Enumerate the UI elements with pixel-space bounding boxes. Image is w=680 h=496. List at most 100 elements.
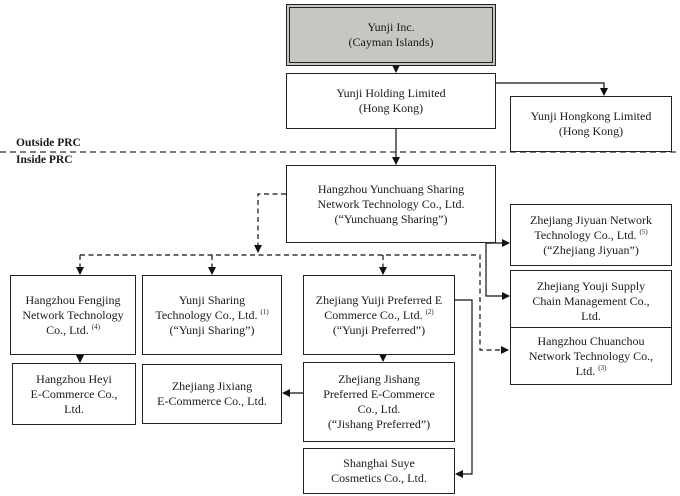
entity-text: Hangzhou Yunchuang Sharing <box>317 181 465 196</box>
entity-name-line2: Chain Management Co., <box>532 294 649 309</box>
entity-text: (“Jishang Preferred”) <box>327 417 431 431</box>
entity-text: Zhejiang Jishang <box>338 372 420 386</box>
entity-text: Preferred E-Commerce <box>323 387 435 401</box>
entity-name-line1: Yunji Sharing <box>179 293 245 308</box>
entity-text: Co., Ltd. <box>46 322 89 337</box>
entity-name-line2: Network Technology Co., Ltd. <box>318 197 465 212</box>
entity-text: Ltd. <box>64 401 84 416</box>
entity-name-line2: Technology Co., Ltd. (1) <box>155 308 268 323</box>
entity-name-line1: Zhejiang Jishang <box>338 372 420 387</box>
entity-name-line2: (Cayman Islands) <box>349 35 434 50</box>
entity-text: Cosmetics Co., Ltd. <box>331 471 427 485</box>
entity-name-line1: Yunji Holding Limited <box>336 86 445 101</box>
footnote-marker: (1) <box>260 307 269 316</box>
entity-name-line1: Yunji Inc. <box>367 20 414 35</box>
entity-text: Co., Ltd. <box>357 402 401 416</box>
entity-text: Technology Co., Ltd. <box>534 227 637 242</box>
entity-text: Hangzhou Fengjing <box>25 292 121 307</box>
region-label-inside-prc: Inside PRC <box>16 154 73 166</box>
entity-text: E-Commerce Co., Ltd. <box>157 394 267 408</box>
entity-name-line3: Ltd. <box>64 402 84 417</box>
entity-text: Commerce Co., Ltd. <box>324 307 423 322</box>
footnote-marker: (5) <box>639 227 648 236</box>
entity-text: Chain Management Co., <box>532 293 650 308</box>
entity-text: (“Yunji Preferred”) <box>332 322 426 337</box>
entity-text: (“Zhejiang Jiyuan”) <box>543 242 639 257</box>
entity-name-line4: (“Jishang Preferred”) <box>328 417 430 432</box>
entity-text: (“Yunchuang Sharing”) <box>334 211 448 226</box>
entity-name-line3: Co., Ltd. <box>358 402 401 417</box>
entity-name-line2: (Hong Kong) <box>559 124 623 139</box>
entity-name-line1: Zhejiang Youji Supply <box>537 279 645 294</box>
entity-name-line1: Hangzhou Chuanchou <box>538 334 645 349</box>
edge-preferred-suye <box>455 299 473 478</box>
entity-text: Zhejiang Jiyuan Network <box>530 212 652 227</box>
entity-text: Hangzhou Heyi <box>36 371 112 386</box>
entity-name-line2: Network Technology <box>22 308 123 323</box>
region-label-outside-prc: Outside PRC <box>16 137 81 149</box>
entity-name-line2: E-Commerce Co., <box>31 387 118 402</box>
entity-text: Shanghai Suye <box>343 456 415 470</box>
entity-text: Zhejiang Youji Supply <box>536 278 646 293</box>
entity-name-line2: E-Commerce Co., Ltd. <box>157 394 267 409</box>
entity-text: Hangzhou Chuanchou <box>537 333 645 348</box>
entity-text: Ltd. <box>575 363 596 378</box>
entity-name-line2: Commerce Co., Ltd. (2) <box>324 308 434 323</box>
entity-name-line1: Shanghai Suye <box>343 456 415 471</box>
entity-name-line1: Hangzhou Yunchuang Sharing <box>318 182 464 197</box>
entity-name-line1: Yunji Hongkong Limited <box>531 109 652 124</box>
entity-text: Yunji Holding Limited <box>336 86 446 100</box>
entity-name-line3: (“Yunji Preferred”) <box>333 323 425 338</box>
entity-text: Network Technology Co., <box>528 348 654 363</box>
entity-text: Zhejiang Yuiji Preferred E <box>315 292 443 307</box>
entity-name-line2: (Hong Kong) <box>359 101 423 116</box>
entity-text: Ltd. <box>581 308 601 323</box>
entity-name-line2: Preferred E-Commerce <box>323 387 435 402</box>
entity-text: Yunji Sharing <box>178 292 246 307</box>
edge-dashed-bus <box>80 254 509 354</box>
entity-text: (“Yunji Sharing”) <box>169 322 255 337</box>
edge-holding-hongkong <box>496 82 608 96</box>
entity-name-line2: Technology Co., Ltd. (5) <box>534 228 647 243</box>
entity-text: (Cayman Islands) <box>348 35 434 49</box>
entity-text: Network Technology Co., Ltd. <box>317 196 465 211</box>
entity-text: (Hong Kong) <box>558 124 624 138</box>
entity-name-line3: (“Zhejiang Jiyuan”) <box>543 243 639 258</box>
entity-box-yunji-inc: Yunji Inc.(Cayman Islands) <box>286 4 496 66</box>
entity-name-line3: Co., Ltd. (4) <box>46 323 100 338</box>
entity-text: Yunji Hongkong Limited <box>530 109 652 123</box>
entity-name-line3: (“Yunchuang Sharing”) <box>335 212 448 227</box>
entity-box-yunji-hongkong: Yunji Hongkong Limited(Hong Kong) <box>510 96 672 152</box>
edge-yunchuang-youji <box>485 243 510 300</box>
edge-dashed-trunk <box>254 193 286 253</box>
entity-name-line3: (“Yunji Sharing”) <box>170 323 255 338</box>
entity-name-line2: Cosmetics Co., Ltd. <box>331 471 427 486</box>
footnote-marker: (4) <box>91 322 100 331</box>
entity-name-line1: Zhejiang Yuiji Preferred E <box>316 293 443 308</box>
entity-text: E-Commerce Co., <box>30 386 118 401</box>
entity-text: Network Technology <box>22 307 124 322</box>
footnote-marker: (3) <box>598 363 607 372</box>
entity-text: Zhejiang Jixiang <box>171 379 253 393</box>
entity-box-yunji-holding: Yunji Holding Limited(Hong Kong) <box>286 73 496 129</box>
entity-name-line2: Network Technology Co., <box>529 349 653 364</box>
entity-name-line3: Ltd. <box>581 309 601 324</box>
entity-text: Technology Co., Ltd. <box>155 307 258 322</box>
entity-name-line1: Hangzhou Fengjing <box>26 293 121 308</box>
entity-name-line3: Ltd. (3) <box>576 364 607 379</box>
entity-name-line1: Zhejiang Jixiang <box>172 379 252 394</box>
entity-name-line1: Zhejiang Jiyuan Network <box>530 213 652 228</box>
footnote-marker: (2) <box>425 307 434 316</box>
